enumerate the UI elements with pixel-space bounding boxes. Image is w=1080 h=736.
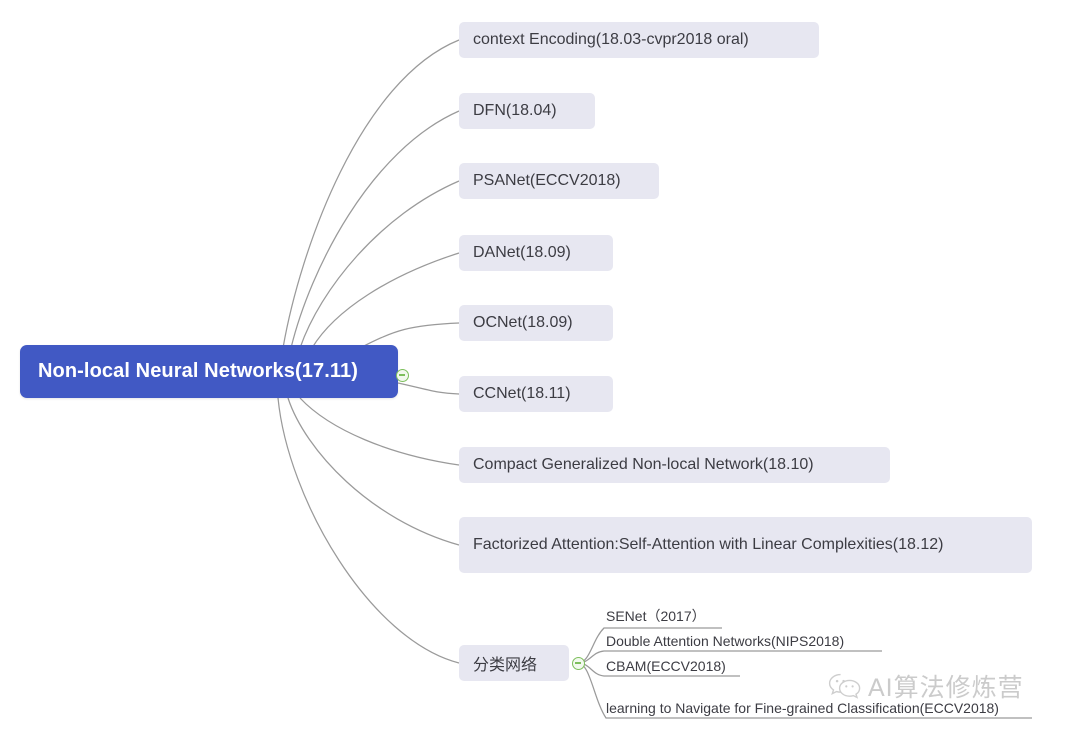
branch-node-label: 分类网络 bbox=[473, 657, 538, 674]
link-root-branch-1 bbox=[290, 110, 460, 349]
branch-node-factorized-attention[interactable]: Factorized Attention:Self-Attention with… bbox=[459, 517, 1032, 573]
branch-node-label: PSANet(ECCV2018) bbox=[473, 172, 621, 189]
root-collapse-toggle[interactable] bbox=[396, 369, 409, 382]
leaf-node-cbam[interactable]: CBAM(ECCV2018) bbox=[600, 654, 740, 676]
branch-node-label: Factorized Attention:Self-Attention with… bbox=[473, 536, 944, 553]
root-node[interactable]: Non-local Neural Networks(17.11) bbox=[20, 345, 398, 398]
link-root-branch-7 bbox=[287, 397, 460, 546]
branch-node-classification-networks[interactable]: 分类网络 bbox=[459, 645, 569, 681]
branch-node-psanet[interactable]: PSANet(ECCV2018) bbox=[459, 163, 659, 199]
leaf-node-label: learning to Navigate for Fine-grained Cl… bbox=[606, 700, 999, 716]
link-root-branch-8 bbox=[277, 397, 460, 664]
leaf-node-senet[interactable]: SENet（2017） bbox=[600, 606, 722, 628]
link-root-branch-3 bbox=[311, 252, 460, 349]
branch-node-label: DANet(18.09) bbox=[473, 244, 571, 261]
branch-node-ccnet[interactable]: CCNet(18.11) bbox=[459, 376, 613, 412]
branch-node-label: Compact Generalized Non-local Network(18… bbox=[473, 456, 814, 473]
root-node-label: Non-local Neural Networks(17.11) bbox=[38, 360, 358, 382]
link-root-branch-5 bbox=[397, 382, 460, 395]
branch-node-danet[interactable]: DANet(18.09) bbox=[459, 235, 613, 271]
link-root-branch-0 bbox=[282, 39, 460, 349]
leaf-node-double-attention-networks[interactable]: Double Attention Networks(NIPS2018) bbox=[600, 629, 882, 651]
classification-collapse-toggle[interactable] bbox=[572, 657, 585, 670]
branch-node-compact-generalized[interactable]: Compact Generalized Non-local Network(18… bbox=[459, 447, 890, 483]
link-root-branch-6 bbox=[299, 397, 460, 466]
branch-node-label: OCNet(18.09) bbox=[473, 314, 573, 331]
link-root-branch-2 bbox=[299, 180, 460, 349]
leaf-node-label: CBAM(ECCV2018) bbox=[606, 658, 726, 674]
branch-node-label: CCNet(18.11) bbox=[473, 385, 571, 402]
leaf-node-learning-to-navigate[interactable]: learning to Navigate for Fine-grained Cl… bbox=[600, 696, 1032, 718]
branch-node-context-encoding[interactable]: context Encoding(18.03-cvpr2018 oral) bbox=[459, 22, 819, 58]
branch-node-ocnet[interactable]: OCNet(18.09) bbox=[459, 305, 613, 341]
branch-node-label: context Encoding(18.03-cvpr2018 oral) bbox=[473, 31, 749, 48]
branch-node-dfn[interactable]: DFN(18.04) bbox=[459, 93, 595, 129]
leaf-node-label: Double Attention Networks(NIPS2018) bbox=[606, 633, 845, 649]
branch-node-label: DFN(18.04) bbox=[473, 102, 557, 119]
leaf-node-label: SENet（2017） bbox=[606, 608, 706, 624]
